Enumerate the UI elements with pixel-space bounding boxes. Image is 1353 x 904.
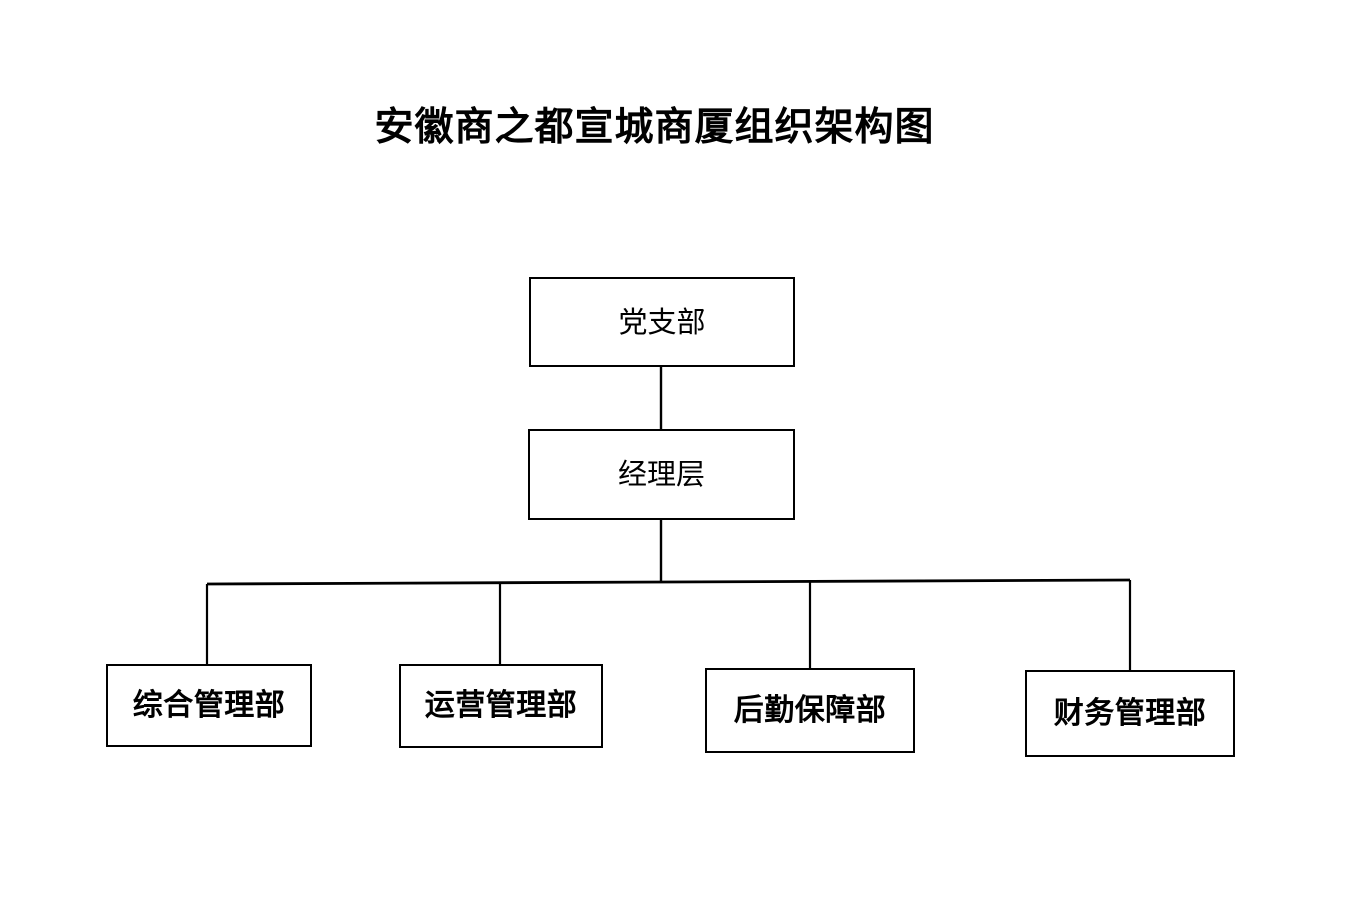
- node-label-party-branch: 党支部: [618, 304, 706, 339]
- node-label-management-layer: 经理层: [617, 457, 705, 491]
- page-title: 安徽商之都宣城商厦组织架构图: [374, 104, 935, 150]
- node-label-general-management: 综合管理部: [132, 687, 286, 723]
- node-label-logistics-support: 后勤保障部: [733, 692, 887, 728]
- node-label-finance-management: 财务管理部: [1053, 695, 1207, 731]
- node-party-branch[interactable]: 党支部: [529, 277, 795, 367]
- node-management-layer[interactable]: 经理层: [528, 429, 795, 520]
- node-logistics-support[interactable]: 后勤保障部: [705, 668, 915, 753]
- node-finance-management[interactable]: 财务管理部: [1025, 670, 1235, 757]
- connector-horizontal-bus: [206, 578, 1131, 586]
- node-general-management[interactable]: 综合管理部: [106, 664, 312, 747]
- node-label-operations-management: 运营管理部: [424, 688, 578, 723]
- node-operations-management[interactable]: 运营管理部: [399, 664, 603, 748]
